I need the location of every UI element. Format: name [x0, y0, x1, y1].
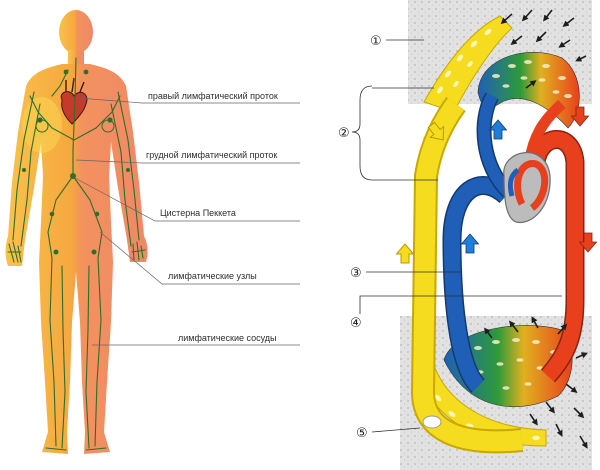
head — [59, 10, 93, 54]
fluid-arrow — [529, 413, 538, 426]
lymph-flow-arrow-up — [396, 243, 414, 264]
fluid-arrow — [575, 55, 587, 62]
vein-upper — [478, 93, 513, 197]
vein-long — [443, 177, 512, 392]
lymph-node — [49, 211, 55, 217]
callout-5-leader — [371, 427, 421, 433]
fluid-arrow — [557, 323, 568, 335]
lymph-nodes — [22, 69, 130, 255]
fluid-arrow — [558, 39, 571, 48]
body-silhouette — [5, 64, 148, 454]
arm-vessel-left — [12, 91, 35, 241]
leg-vessel-4 — [94, 257, 102, 447]
lymph-node — [63, 69, 69, 75]
label-lymph-nodes: лимфатические узлы — [168, 271, 257, 281]
fluid-arrow — [565, 383, 578, 393]
label-lymph-vessels: лимфатические сосуды — [178, 333, 277, 343]
fluid-arrow — [579, 435, 588, 449]
axillary-node-ring — [35, 119, 49, 133]
hand-network-right — [131, 241, 146, 261]
fluid-arrow — [535, 31, 547, 43]
fluid-arrow — [555, 423, 563, 437]
venous-flow-arrow-up — [489, 119, 507, 140]
fluid-arrow — [562, 17, 575, 27]
fluid-arrow — [525, 80, 537, 89]
label-right-lymphatic-duct: правый лимфатический проток — [148, 91, 278, 101]
axillary-node-ring — [101, 119, 115, 133]
callout-2-brace — [351, 85, 373, 181]
heart — [60, 77, 88, 125]
leg-vessel — [49, 257, 57, 447]
artery-long — [528, 131, 583, 382]
fluid-arrow — [484, 327, 493, 339]
capillary-top-mesh — [492, 60, 572, 98]
fluid-arrow — [545, 401, 555, 414]
callout-4-leader — [359, 295, 562, 314]
leader-line-thoracic-duct — [75, 159, 300, 164]
lymph-node — [126, 168, 130, 172]
callout-2: ② — [338, 126, 350, 141]
chest-vessel-2 — [73, 95, 121, 141]
leg-vessel-2 — [61, 265, 66, 449]
tissue-cell — [422, 415, 442, 429]
leg-vessel-3 — [85, 265, 90, 449]
fluid-arrow — [543, 9, 553, 22]
callout-4: ④ — [350, 316, 362, 331]
circulation-schematic — [396, 0, 597, 470]
lymph-node — [94, 211, 100, 217]
lymph-node — [83, 69, 89, 75]
fluid-arrow — [510, 35, 523, 45]
callout-1: ① — [370, 34, 382, 49]
chest-vessel — [29, 95, 75, 141]
lymph-node — [53, 249, 59, 255]
fluid-arrow — [521, 9, 533, 22]
leader-line-right-duct — [77, 97, 300, 104]
foot-network — [45, 447, 107, 451]
leader-line-cisterna — [74, 177, 300, 222]
lymph-node — [91, 249, 97, 255]
lymph-node — [22, 168, 26, 172]
lymph-capillary-top-cells — [437, 28, 492, 94]
callout-3: ③ — [350, 266, 362, 281]
fluid-arrow — [573, 407, 585, 419]
figure-labels: правый лимфатический проток грудной лимф… — [74, 91, 300, 346]
heart-schematic — [503, 152, 551, 224]
fluid-arrow — [575, 352, 588, 359]
fluid-arrow — [531, 316, 539, 329]
thoracic-duct-line — [72, 57, 77, 177]
tissue-fluid-arrows — [484, 9, 588, 449]
label-thoracic-duct: грудной лимфатический проток — [146, 150, 277, 160]
callouts: ① ② ③ ④ ⑤ — [338, 34, 562, 441]
chest-highlight — [22, 97, 62, 153]
label-cisterna-pecquet: Цистерна Пеккета — [160, 208, 236, 218]
cisterna-node — [70, 173, 76, 179]
arm-vessel-left-2 — [20, 103, 41, 247]
leader-line-lymph-nodes — [99, 231, 300, 285]
fluid-arrow — [509, 320, 519, 333]
arm-vessel-right — [117, 91, 140, 241]
fluid-arrow — [500, 13, 513, 25]
human-figure — [5, 10, 148, 454]
callout-5: ⑤ — [356, 426, 368, 441]
hand-network-left — [7, 241, 22, 263]
right-duct-line — [51, 69, 69, 97]
venous-flow-arrow-up-2 — [461, 233, 479, 254]
arm-vessel-right-2 — [110, 103, 132, 247]
